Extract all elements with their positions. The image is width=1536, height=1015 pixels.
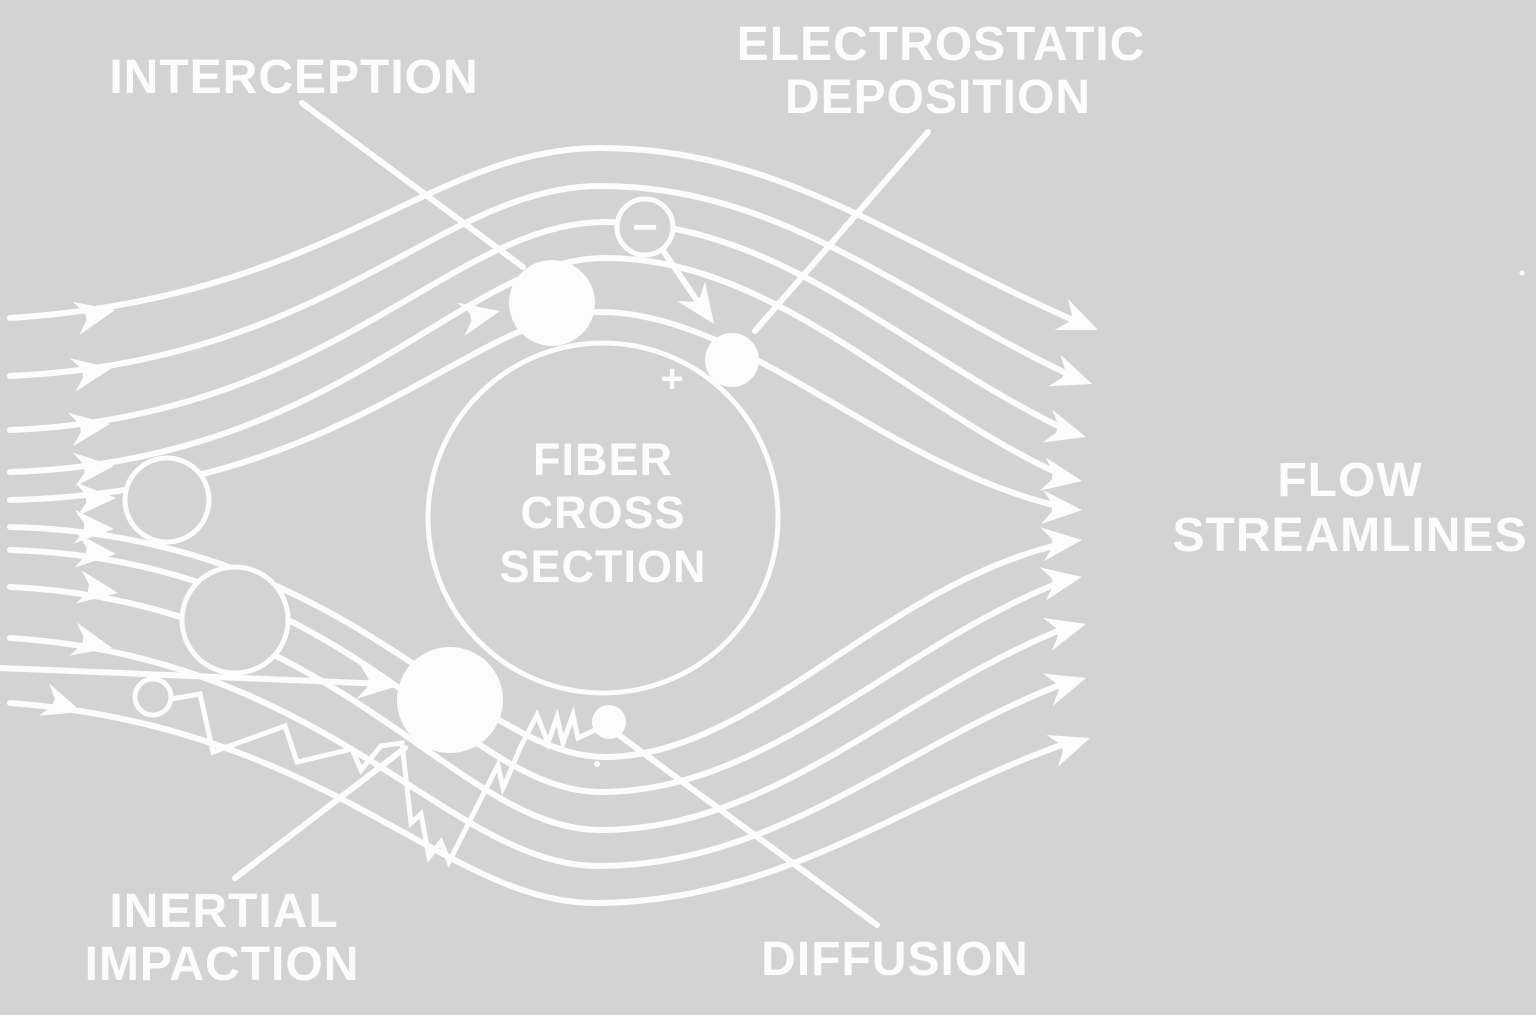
electrostatic-leader-line bbox=[752, 129, 931, 334]
streamline bbox=[7, 635, 1071, 870]
outlet-arrowhead bbox=[1040, 490, 1084, 527]
leader-lines-group bbox=[232, 100, 931, 928]
outlet-arrowhead bbox=[1039, 560, 1085, 601]
inertial-label-line2: IMPACTION bbox=[85, 938, 360, 991]
diffusion-leader-line bbox=[609, 727, 880, 928]
speck bbox=[1519, 270, 1525, 276]
electrostatic-particle bbox=[705, 333, 759, 387]
brownian-motion-path bbox=[168, 691, 603, 869]
streamline bbox=[7, 700, 1073, 907]
outlet-arrowhead bbox=[1042, 607, 1091, 651]
streamline bbox=[7, 254, 1069, 480]
flow-streamlines-label-line1: FLOW bbox=[1277, 454, 1422, 507]
inertial-leader-line bbox=[232, 745, 408, 881]
upstream-particles-group bbox=[122, 196, 676, 718]
diffusion-label: DIFFUSION bbox=[761, 933, 1029, 986]
fiber-label-line2: CROSS bbox=[520, 487, 685, 538]
outlet-arrowhead bbox=[1054, 298, 1105, 346]
inertial-label-line1: INERTIAL bbox=[109, 885, 338, 938]
captured-particles-group bbox=[397, 260, 759, 753]
outlet-arrowhead bbox=[1042, 661, 1091, 706]
electrostatic-label-line1: ELECTROSTATIC bbox=[737, 18, 1146, 71]
outlet-arrowhead bbox=[1048, 354, 1098, 400]
fiber-label-line3: SECTION bbox=[499, 541, 706, 592]
interception-leader-line bbox=[299, 100, 526, 270]
interception-label: INTERCEPTION bbox=[109, 51, 478, 104]
upstream-particle-small bbox=[132, 676, 174, 718]
streamline bbox=[7, 218, 1073, 435]
charged-particle-circle bbox=[614, 196, 676, 258]
outlet-arrowheads-group bbox=[1039, 298, 1105, 768]
upstream-particle-medium bbox=[179, 564, 291, 676]
inlet-arrowheads-group bbox=[38, 293, 121, 729]
inlet-arrowhead bbox=[73, 509, 115, 546]
outlet-arrowhead bbox=[1042, 409, 1091, 454]
fiber-cross-section-circle bbox=[425, 340, 781, 696]
trajectories-group bbox=[0, 249, 728, 703]
inlet-arrowhead bbox=[75, 569, 121, 610]
upstream-particle-large bbox=[122, 455, 212, 545]
outlet-arrowhead bbox=[1046, 721, 1096, 768]
outlet-arrowhead bbox=[1040, 523, 1084, 562]
flow-streamlines-label-line2: STREAMLINES bbox=[1172, 509, 1527, 562]
streamline bbox=[7, 182, 1079, 381]
labels-group: INTERCEPTION ELECTROSTATIC DEPOSITION FI… bbox=[85, 18, 1527, 991]
outlet-arrowhead bbox=[1039, 457, 1085, 498]
inlet-arrowhead bbox=[75, 481, 117, 517]
electrostatic-trajectory-line bbox=[661, 249, 705, 311]
streamline bbox=[7, 144, 1083, 326]
minus-charge-symbol: − bbox=[632, 203, 658, 252]
plus-charge-symbol: + bbox=[660, 357, 683, 401]
inertial-trajectory-line bbox=[0, 665, 389, 687]
fiber-label-line1: FIBER bbox=[533, 434, 673, 485]
electrostatic-label-line2: DEPOSITION bbox=[785, 71, 1091, 124]
speck bbox=[594, 761, 600, 767]
inertial-impaction-particle bbox=[397, 647, 503, 753]
interception-particle bbox=[509, 260, 595, 346]
diffusion-particle bbox=[592, 705, 626, 739]
